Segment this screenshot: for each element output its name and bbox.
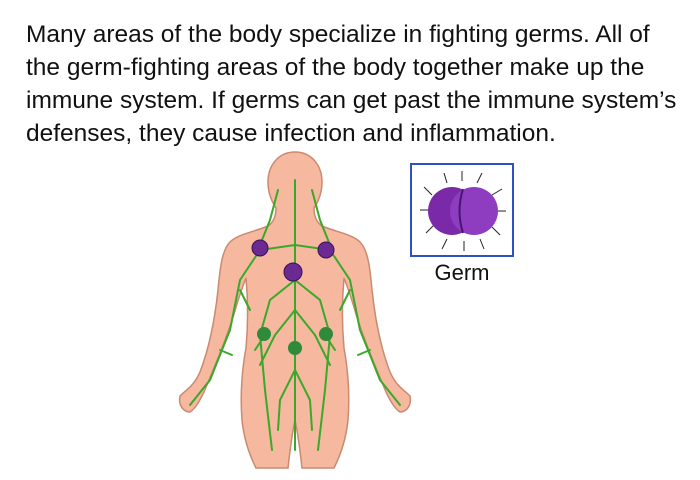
germ-caption: Germ (434, 260, 490, 285)
intro-paragraph: Many areas of the body specialize in fig… (26, 21, 677, 147)
lymph-nodes (257, 327, 333, 355)
germ-icon (420, 171, 506, 251)
lymph-vessels (189, 179, 401, 451)
body-germs (251, 239, 335, 282)
germ-image-frame (410, 163, 514, 257)
lymphatic-body-illustration (178, 151, 412, 469)
